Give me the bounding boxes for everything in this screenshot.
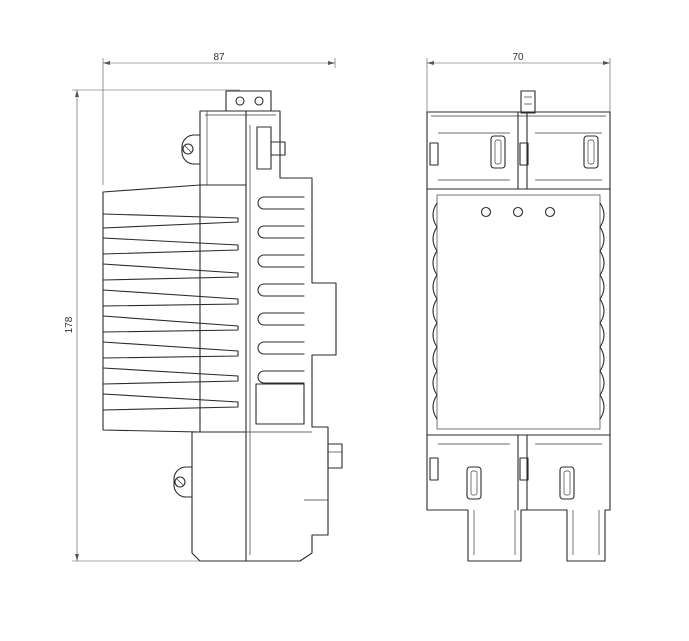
middle-body (426, 188, 611, 436)
top-connector (520, 90, 536, 114)
top-module (426, 111, 611, 190)
led-indicator-3 (544, 206, 556, 218)
vent-slots (257, 196, 305, 384)
side-view (102, 90, 343, 562)
left-grip-edge (432, 202, 438, 420)
dimension-side-width: 87 (102, 52, 336, 185)
dimension-height: 178 (64, 89, 240, 562)
dimension-label-70: 70 (512, 52, 524, 63)
front-view (426, 90, 611, 562)
top-mounting-lug (225, 90, 272, 112)
dimension-front-width: 70 (426, 52, 611, 112)
upper-pin (256, 126, 286, 170)
dimension-label-87: 87 (213, 52, 225, 63)
side-body-outline (191, 110, 337, 562)
heatsink-fins (102, 213, 239, 411)
dimension-label-178: 178 (64, 316, 75, 333)
right-grip-edge (599, 202, 605, 420)
lower-ear (173, 466, 193, 498)
led-indicator-1 (480, 206, 492, 218)
bottom-module (426, 434, 611, 562)
lower-pin (327, 443, 343, 469)
led-indicator-2 (512, 206, 524, 218)
lower-block (255, 383, 305, 425)
upper-ear (181, 134, 201, 165)
heatsink-outline (102, 184, 247, 433)
